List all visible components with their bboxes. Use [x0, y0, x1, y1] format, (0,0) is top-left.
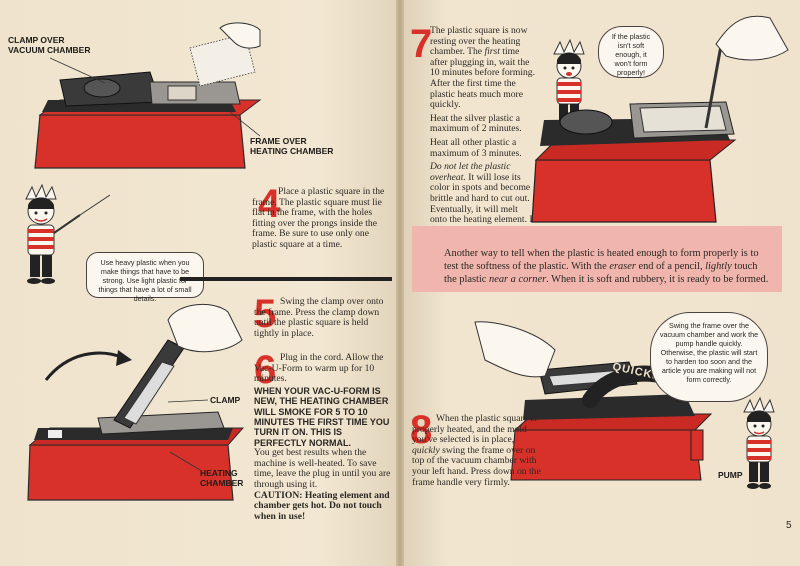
machine-illustration-bottom-right: [474, 321, 713, 481]
step-6-number: 6: [254, 348, 277, 392]
step-6-intro: Plug in the cord. Allow the Vac-U-Form t…: [254, 352, 384, 385]
tip-bubble-not-soft: If the plastic isn't soft enough, it won…: [598, 26, 664, 78]
section-divider: [180, 277, 392, 281]
caption-heating-chamber: HEATING CHAMBER: [200, 468, 244, 488]
step-8-number: 8: [410, 408, 433, 452]
callout-a: Another way to tell when the plastic is …: [444, 248, 759, 272]
page-number: 5: [786, 520, 792, 531]
machine-illustration-top-right: [531, 15, 789, 223]
caption-clamp: CLAMP: [210, 395, 241, 405]
step-7-p1-b: time after plugging in, wait the 10 minu…: [430, 46, 535, 111]
step-6-block: Plug in the cord. Allow the Vac-U-Form t…: [254, 352, 394, 522]
book-spine: [396, 0, 404, 566]
leader-line-frame: [229, 111, 261, 137]
step-5-text: Swing the clamp over onto the frame. Pre…: [254, 296, 384, 339]
callout-d: . When it is soft and rubbery, it is rea…: [546, 274, 769, 285]
callout-eraser: eraser: [609, 261, 636, 272]
callout-near: near a corner: [489, 274, 547, 285]
step-7-p2: Heat the silver plastic a maximum of 2 m…: [430, 112, 522, 135]
machine-illustration-top: [34, 22, 262, 169]
step-7-block: The plastic square is now resting over t…: [430, 25, 536, 257]
step-6-caution: CAUTION: Heating element and chamber get…: [254, 489, 390, 522]
step-7-p3: Heat all other plastic a maximum of 3 mi…: [430, 136, 522, 159]
tip-bubble-swing-frame: Swing the frame over the vacuum chamber …: [650, 312, 768, 402]
boy-character-right-bottom: [743, 396, 775, 489]
step-7-number: 7: [410, 22, 433, 66]
tip-bubble-heavy-plastic: Use heavy plastic when you make things t…: [86, 252, 204, 303]
step-4-text: Place a plastic square in the frame. The…: [252, 186, 385, 250]
callout-c: touch the plastic: [444, 261, 758, 285]
step-8-text: When the plastic square is properly heat…: [412, 413, 542, 488]
step-7-p1-a: The plastic square is now resting over t…: [430, 25, 528, 58]
step-8-b: swing the frame over on top of the vacuu…: [412, 444, 541, 488]
step-7-p1-first: first: [484, 46, 500, 58]
caption-pump: PUMP: [718, 470, 743, 480]
callout-text: Another way to tell when the plastic is …: [444, 247, 769, 286]
callout-b: end of a pencil,: [635, 261, 706, 272]
step-5-number: 5: [254, 292, 277, 336]
softness-test-callout: [412, 226, 782, 292]
caption-frame-over-heating: FRAME OVER HEATING CHAMBER: [250, 136, 334, 156]
step-8-quickly: quickly: [412, 444, 440, 456]
leader-line-clamp: [49, 57, 106, 84]
leader-line-heating: [169, 451, 201, 471]
boy-character-left: [25, 183, 111, 284]
callout-lightly: lightly: [705, 261, 732, 272]
step-6-rest: You get best results when the machine is…: [254, 447, 391, 490]
caption-clamp-over-vacuum: CLAMP OVER VACUUM CHAMBER: [8, 35, 91, 55]
step-8-a: When the plastic square is properly heat…: [412, 413, 537, 446]
step-6-warning: WHEN YOUR VAC-U-FORM IS NEW, THE HEATING…: [254, 385, 390, 448]
step-4-number: 4: [258, 182, 281, 226]
step-7-p1: The plastic square is now resting over t…: [430, 25, 536, 111]
step-7-p4-italic: Do not let the plastic overheat.: [430, 161, 511, 183]
leader-line-clamp-2: [167, 399, 209, 403]
